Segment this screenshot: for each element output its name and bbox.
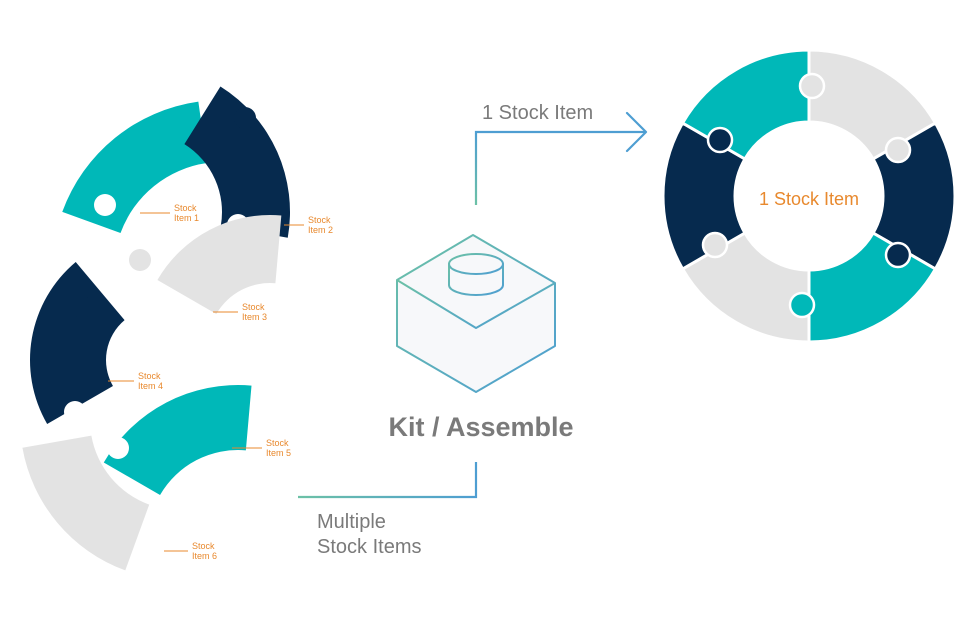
output-connector-line xyxy=(474,130,645,205)
piece-label-3: Stock Item 3 xyxy=(213,302,267,322)
result-center-label: 1 Stock Item xyxy=(759,189,859,209)
piece-label-6: Stock Item 6 xyxy=(164,541,217,561)
ring-knob-4 xyxy=(788,291,816,319)
output-connector: 1 Stock Item xyxy=(474,102,648,205)
ring-knob-5 xyxy=(701,231,729,259)
puzzle-piece-5 xyxy=(103,385,252,495)
ring-segment-5 xyxy=(661,120,747,272)
box-outline xyxy=(396,234,556,393)
ring-segment-4 xyxy=(680,230,811,344)
piece-label-5-line2: Item 5 xyxy=(266,448,291,458)
puzzle-piece-1 xyxy=(62,101,207,234)
piece-label-4-line2: Item 4 xyxy=(138,381,163,391)
piece-label-4-line1: Stock xyxy=(138,371,161,381)
input-connector: Multiple Stock Items xyxy=(298,462,478,558)
input-label-line2: Stock Items xyxy=(317,536,421,558)
process-label: Kit / Assemble xyxy=(388,412,573,442)
piece-label-1: Stock Item 1 xyxy=(140,203,199,223)
ring-knob-6 xyxy=(706,126,734,154)
puzzle-piece-4 xyxy=(29,261,125,424)
piece-label-1-line2: Item 1 xyxy=(174,213,199,223)
arrow-right-icon xyxy=(625,111,648,153)
piece-label-5: Stock Item 5 xyxy=(232,438,291,458)
piece-label-6-line1: Stock xyxy=(192,541,215,551)
piece-label-5-line1: Stock xyxy=(266,438,289,448)
output-label: 1 Stock Item xyxy=(482,102,593,124)
piece-label-4: Stock Item 4 xyxy=(108,371,163,391)
ring-knob-3 xyxy=(884,241,912,269)
piece-label-2: Stock Item 2 xyxy=(284,215,333,235)
piece-label-3-line2: Item 3 xyxy=(242,312,267,322)
ring-segment-1 xyxy=(807,48,938,162)
input-label-line1: Multiple xyxy=(317,511,386,533)
piece-label-2-line1: Stock xyxy=(308,215,331,225)
piece-label-3-line1: Stock xyxy=(242,302,265,312)
puzzle-piece-6 xyxy=(22,435,169,571)
ring-knob-1 xyxy=(798,72,826,100)
input-connector-line xyxy=(298,462,478,499)
piece-label-6-line2: Item 6 xyxy=(192,551,217,561)
component-box-icon xyxy=(396,234,556,393)
piece-label-1-line1: Stock xyxy=(174,203,197,213)
piece-label-2-line2: Item 2 xyxy=(308,225,333,235)
ring-knob-2 xyxy=(884,136,912,164)
result-ring xyxy=(661,48,957,344)
piece-labels: Stock Item 1 Stock Item 2 Stock Item 3 S… xyxy=(108,203,333,561)
puzzle-piece-3 xyxy=(129,215,282,359)
scattered-pieces xyxy=(22,86,291,571)
box-stud xyxy=(448,253,504,296)
